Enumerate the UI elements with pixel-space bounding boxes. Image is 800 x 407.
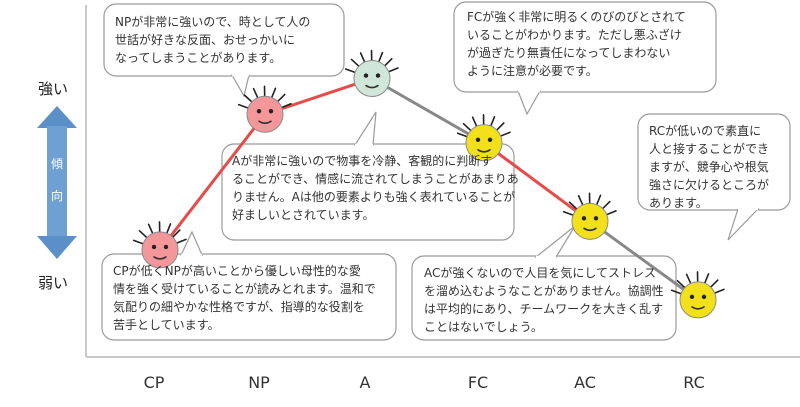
annotation-bubble-cp-tail [180,230,203,256]
annotation-text-cp: CPが低くNPが高いことから優しい母性的な愛 情を強く受けていることが読みとれま… [113,264,376,332]
comment-bubbles [101,1,791,341]
annotation-bubble-fc-tail [517,90,542,116]
data-point-rc-face-icon [670,271,725,319]
annotation-bubble-cp [101,253,397,341]
x-tick-label-fc: FC [467,373,489,392]
annotation-text-fc: FCが強く非常に明るくのびのびとされて いることがわかります。ただし悪ふざけ が… [467,10,686,78]
trend-arrow-shaft [47,126,67,238]
annotation-bubble-np-tail [230,74,250,98]
x-tick-label-a: A [359,373,371,392]
trend-label-top: 傾 [50,157,63,171]
x-tick-label-np: NP [248,373,270,392]
x-tick-label-rc: RC [683,373,705,392]
y-axis-high-label: 強い [38,80,69,98]
annotation-bubble-fc [453,1,717,93]
series-points [132,49,725,319]
annotation-text-rc: RCが低いので素直に 人と接することができ ますが、競争心や根気 強さに欠けると… [649,124,770,210]
y-axis-low-label: 弱い [38,274,69,292]
trend-arrow [37,106,77,259]
data-point-a-face-icon [344,49,399,98]
data-point-np-face-icon [237,85,292,133]
annotation-text-np: NPが非常に強いので、時として人の 世話が好きな反面、おせっかいに なってしまう… [115,15,311,65]
annotation-text-ac: ACが強くないので人目を気にしてストレス を溜め込むようなことがありません。協調… [424,266,664,334]
series-segment-fc-ac [483,141,591,223]
series-segment-np-a [264,77,373,116]
x-tick-label-cp: CP [143,373,165,392]
series-segment-ac-rc [589,220,699,302]
trend-label-bottom: 向 [50,189,63,203]
trend-arrow-down-head [37,236,77,259]
data-point-cp-face-icon [132,221,187,269]
series-segment-cp-np [158,113,267,251]
annotation-bubble-a-tail [353,111,377,146]
data-point-fc-face-icon [456,114,511,162]
series-segment-a-fc [371,77,485,145]
x-tick-label-ac: AC [574,373,596,392]
data-point-ac-face-icon [562,192,617,240]
annotation-bubble-ac-tail [534,225,576,258]
annotation-bubble-rc [637,113,791,211]
annotation-bubble-np [103,3,345,77]
annotation-bubble-rc-tail [727,208,760,241]
series-lines [158,77,699,302]
annotation-text-a: Aが非常に強いので物事を冷静、客観的に判断す ることができ、情感に流されてしまう… [232,154,519,222]
trend-arrow-up-head [37,106,77,128]
